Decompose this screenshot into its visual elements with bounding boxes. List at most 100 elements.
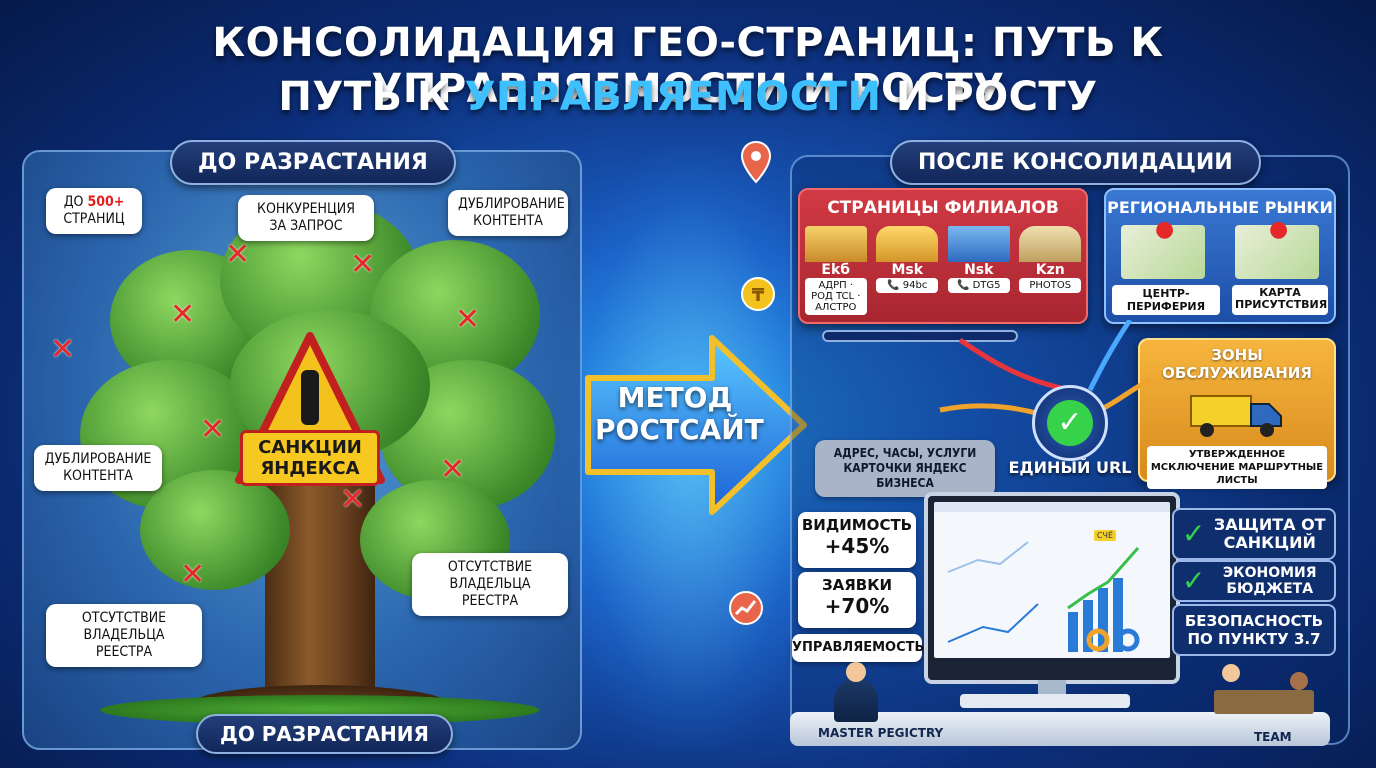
url-note (822, 330, 1018, 342)
stat-leads-value: +70% (824, 594, 890, 618)
bubble-500-pages: ДО 500+ СТРАНИЦ (46, 188, 142, 234)
method-line2: РОСТСАЙТ (595, 413, 764, 446)
check2-label: ЭКОНОМИЯ БЮДЖЕТА (1222, 565, 1317, 597)
method-line1: МЕТОД (617, 381, 733, 414)
monitor: СЧЁ (924, 492, 1180, 696)
city-name: Msk (891, 262, 924, 278)
city-nsk[interactable]: Nsk 📞 DTG5 (947, 226, 1010, 315)
safety-label: БЕЗОПАСНОСТЬ ПО ПУНКТУ 3.7 (1184, 612, 1324, 648)
x-mark-icon: ✕ (350, 247, 376, 282)
city-msk[interactable]: Msk 📞 94bc (876, 226, 939, 315)
city-name: Kzn (1035, 262, 1065, 278)
bubble-competition: КОНКУРЕНЦИЯ ЗА ЗАПРОС (238, 195, 374, 241)
city-name: Nsk (964, 262, 994, 278)
single-url-hub: ✓ (1032, 385, 1108, 461)
tree-illustration: ✕ ✕ ✕ ✕ ✕ ✕ ✕ ✕ ✕ САНКЦИИ ЯНДЕКСА (50, 190, 560, 730)
address-note: АДРЕС, ЧАСЫ, УСЛУГИ КАРТОЧКИ ЯНДЕКС БИЗН… (815, 440, 995, 497)
subtitle-highlight: УПРАВЛЯЕМОСТИ (464, 74, 882, 120)
person-head (1290, 672, 1308, 690)
truck-icon (1190, 395, 1282, 437)
regional-labels: ЦЕНТР-ПЕРИФЕРИЯ КАРТА ПРИСУТСТВИЯ (1106, 285, 1334, 315)
regional-maps: ● ● (1106, 217, 1334, 279)
x-mark-icon: ✕ (440, 452, 466, 487)
x-mark-icon: ✕ (180, 557, 206, 592)
x-mark-icon: ✕ (225, 237, 251, 272)
map-pin-icon (740, 140, 772, 184)
checkmark-icon: ✓ (1047, 400, 1093, 446)
x-mark-icon: ✕ (455, 302, 481, 337)
zones-note: УТВЕРЖДЕННОЕ МСКЛЮЧЕНИЕ МАРШРУТНЫЕ ЛИСТЫ (1147, 446, 1327, 489)
growth-chart-icon (729, 591, 763, 625)
page-subtitle: ПУТЬ К УПРАВЛЯЕМОСТИ И РОСТУ (0, 74, 1376, 120)
bubble-pages-prefix: ДО (63, 194, 88, 210)
method-arrow (582, 330, 812, 520)
bubble-duplicate-top: ДУБЛИРОВАНИЕ КОНТЕНТА (448, 190, 568, 236)
city-tag: АДРП · РОД TCL · АЛСТРО (804, 278, 867, 315)
screen-chart (947, 541, 1140, 652)
before-footer: ДО РАЗРАСТАНИЯ (196, 714, 453, 754)
check-icon: ✓ (1182, 517, 1206, 550)
map-icon: ● (1235, 217, 1319, 279)
stat-visibility-label: ВИДИМОСТЬ (801, 516, 913, 534)
page-title: КОНСОЛИДАЦИЯ ГЕО-СТРАНИЦ: ПУТЬ К УПРАВЛЯ… (212, 20, 1164, 112)
x-mark-icon: ✕ (340, 482, 366, 517)
team-label: TEAM (1254, 730, 1292, 744)
after-header: ПОСЛЕ КОНСОЛИДАЦИИ (890, 140, 1261, 185)
stat-leads: ЗАЯВКИ +70% (798, 572, 916, 628)
cities-row: Ekб АДРП · РОД TCL · АЛСТРО Msk 📞 94bc N… (800, 226, 1086, 315)
warning-line2: ЯНДЕКСА (260, 458, 360, 479)
zones-title: ЗОНЫ ОБСЛУЖИВАНИЯ (1162, 346, 1312, 382)
zones-card: ЗОНЫ ОБСЛУЖИВАНИЯ УТВЕРЖДЕННОЕ МСКЛЮЧЕНИ… (1138, 338, 1336, 489)
arrow-right-icon (585, 335, 807, 515)
keyboard (960, 694, 1130, 708)
team-desk (1214, 690, 1314, 714)
city-ekb[interactable]: Ekб АДРП · РОД TCL · АЛСТРО (804, 226, 867, 315)
screen-badge: СЧЁ (1093, 530, 1116, 541)
regional-card: РЕГИОНАЛЬНЫЕ РЫНКИ ● ● ЦЕНТР-ПЕРИФЕРИЯ К… (1104, 188, 1336, 324)
stat-visibility: ВИДИМОСТЬ +45% (798, 512, 916, 568)
city-tag: 📞 DTG5 (947, 278, 1010, 293)
branches-title: СТРАНИЦЫ ФИЛИАЛОВ (827, 198, 1059, 218)
bubble-owner-left: ОТСУТСТВИЕ ВЛАДЕЛЬЦА РЕЕСТРА (46, 604, 202, 667)
building-icon (1019, 226, 1082, 262)
x-mark-icon: ✕ (50, 332, 76, 367)
check1-label: ЗАЩИТА ОТ САНКЦИЙ (1213, 515, 1326, 552)
bubble-owner-right: ОТСУТСТВИЕ ВЛАДЕЛЬЦА РЕЕСТРА (412, 553, 568, 616)
city-tag: 📞 94bc (876, 278, 939, 293)
city-name: Ekб (821, 262, 851, 278)
before-header: ДО РАЗРАСТАНИЯ (170, 140, 456, 185)
tree-trunk (265, 450, 375, 710)
regional-title: РЕГИОНАЛЬНЫЕ РЫНКИ (1107, 198, 1333, 217)
pin-icon: ● (1155, 217, 1175, 242)
warning-label: САНКЦИИ ЯНДЕКСА (240, 430, 380, 486)
person-head (1222, 664, 1240, 682)
stat-visibility-value: +45% (824, 534, 890, 558)
monitor-stand (1038, 680, 1066, 696)
regional-item-center: ЦЕНТР-ПЕРИФЕРИЯ (1112, 285, 1220, 315)
x-mark-icon: ✕ (200, 412, 226, 447)
svg-text:₸: ₸ (752, 285, 765, 306)
monitor-screen: СЧЁ (934, 502, 1170, 658)
ruble-coin-icon: ₸ (741, 277, 775, 311)
building-icon (947, 226, 1010, 262)
subtitle-part-b: И РОСТУ (881, 74, 1098, 120)
single-url-label: ЕДИНЫЙ URL (1008, 458, 1132, 477)
branches-card: СТРАНИЦЫ ФИЛИАЛОВ Ekб АДРП · РОД TCL · А… (798, 188, 1088, 324)
safety-item: БЕЗОПАСНОСТЬ ПО ПУНКТУ 3.7 (1172, 604, 1336, 656)
stat-manageability: УПРАВЛЯЕМОСТЬ (792, 634, 924, 662)
city-kzn[interactable]: Kzn PHOTOS (1019, 226, 1082, 315)
building-icon (804, 226, 867, 262)
bubble-pages-number: 500+ (87, 194, 125, 210)
pin-icon: ● (1269, 217, 1289, 242)
building-icon (876, 226, 939, 262)
screen-toolbar (934, 502, 1170, 512)
check-budget-saving: ✓ ЭКОНОМИЯ БЮДЖЕТА (1172, 560, 1336, 602)
method-label: МЕТОД РОСТСАЙТ (595, 381, 764, 446)
check-icon: ✓ (1182, 564, 1206, 597)
bubble-pages-suffix: СТРАНИЦ (63, 211, 125, 227)
stat-leads-label: ЗАЯВКИ (821, 576, 893, 594)
desk-base (790, 712, 1330, 746)
warning-line1: САНКЦИИ (258, 437, 362, 458)
person-figure (834, 678, 878, 722)
map-icon: ● (1121, 217, 1205, 279)
